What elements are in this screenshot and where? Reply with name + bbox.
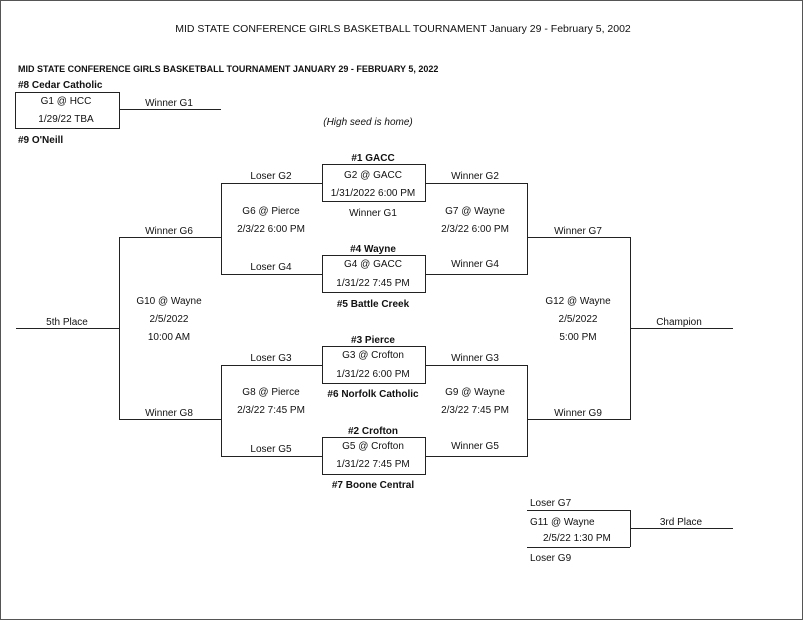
g10-location: G10 @ Wayne — [136, 296, 202, 307]
g4-seed: #4 Wayne — [350, 244, 396, 255]
g5-seed: #2 Crofton — [348, 426, 398, 437]
g3-datetime: 1/31/22 6:00 PM — [336, 369, 410, 380]
g9-datetime: 2/3/22 7:45 PM — [441, 405, 509, 416]
g1-box — [15, 92, 120, 129]
g11-datetime: 2/5/22 1:30 PM — [543, 533, 611, 544]
g5-box — [322, 437, 426, 475]
g2-left-line — [221, 183, 322, 184]
g3-right-line — [425, 365, 527, 366]
g7-winner-label: Winner G7 — [554, 226, 602, 237]
g5-loser-label: Loser G5 — [250, 444, 292, 455]
g6-winner-label: Winner G6 — [145, 226, 193, 237]
g8-datetime: 2/3/22 7:45 PM — [237, 405, 305, 416]
g1-location: G1 @ HCC — [40, 96, 92, 107]
g3-winner-label: Winner G3 — [451, 353, 499, 364]
g3-location: G3 @ Crofton — [342, 350, 404, 361]
g1-top-team: #8 Cedar Catholic — [18, 80, 103, 91]
g11-bottom-line — [527, 547, 630, 548]
g10-date: 2/5/2022 — [149, 314, 189, 325]
g11-top-line — [527, 510, 630, 511]
g1-bottom-team: #9 O'Neill — [18, 135, 64, 146]
g12-date: 2/5/2022 — [558, 314, 598, 325]
g7-join-line — [527, 183, 528, 275]
g3-loser-label: Loser G3 — [250, 353, 292, 364]
g2-box — [322, 164, 426, 202]
g8-out-line — [119, 419, 221, 420]
g3-box — [322, 346, 426, 384]
g2-loser-label: Loser G2 — [250, 171, 292, 182]
g3-left-line — [221, 365, 322, 366]
third-place-label: 3rd Place — [659, 517, 703, 528]
g6-join-line — [221, 183, 222, 275]
g7-out-line — [527, 237, 630, 238]
g2-opponent: Winner G1 — [349, 208, 397, 219]
g10-out-line — [16, 328, 119, 329]
g2-location: G2 @ GACC — [344, 170, 402, 181]
g9-location: G9 @ Wayne — [445, 387, 505, 398]
g12-time: 5:00 PM — [559, 332, 597, 343]
g4-right-line — [425, 274, 527, 275]
g11-location: G11 @ Wayne — [530, 517, 595, 528]
g10-join-line — [119, 237, 120, 420]
g8-location: G8 @ Pierce — [242, 387, 300, 398]
g3-seed: #3 Pierce — [351, 335, 395, 346]
g8-winner-label: Winner G8 — [145, 408, 193, 419]
g8-join-line — [221, 365, 222, 457]
g9-winner-label: Winner G9 — [554, 408, 602, 419]
g7-datetime: 2/3/22 6:00 PM — [441, 224, 509, 235]
g4-loser-label: Loser G4 — [250, 262, 292, 273]
g2-seed: #1 GACC — [351, 153, 395, 164]
g1-winner-label: Winner G1 — [145, 98, 193, 109]
g5-opponent: #7 Boone Central — [331, 480, 415, 491]
g6-datetime: 2/3/22 6:00 PM — [237, 224, 305, 235]
g4-location: G4 @ GACC — [344, 259, 402, 270]
g11-top-team: Loser G7 — [530, 498, 572, 509]
g2-datetime: 1/31/2022 6:00 PM — [330, 188, 416, 199]
g5-right-line — [425, 456, 527, 457]
g1-datetime: 1/29/22 TBA — [38, 114, 94, 125]
g9-out-line — [527, 419, 630, 420]
g2-winner-label: Winner G2 — [451, 171, 499, 182]
g4-box — [322, 255, 426, 293]
fifth-place-label: 5th Place — [46, 317, 88, 328]
g5-location: G5 @ Crofton — [342, 441, 404, 452]
g10-time: 10:00 AM — [147, 332, 191, 343]
home-seed-note: (High seed is home) — [323, 117, 413, 128]
g4-datetime: 1/31/22 7:45 PM — [336, 278, 410, 289]
g7-location: G7 @ Wayne — [445, 206, 505, 217]
g12-out-line — [630, 328, 733, 329]
champion-label: Champion — [656, 317, 702, 328]
g4-opponent: #5 Battle Creek — [336, 299, 410, 310]
g11-bottom-team: Loser G9 — [530, 553, 572, 564]
g5-winner-label: Winner G5 — [451, 441, 499, 452]
g12-location: G12 @ Wayne — [545, 296, 611, 307]
g4-winner-label: Winner G4 — [451, 259, 499, 270]
g5-left-line — [221, 456, 322, 457]
g6-location: G6 @ Pierce — [242, 206, 300, 217]
page-header: MID STATE CONFERENCE GIRLS BASKETBALL TO… — [175, 23, 631, 35]
bracket-title: MID STATE CONFERENCE GIRLS BASKETBALL TO… — [18, 64, 439, 74]
g6-out-line — [119, 237, 221, 238]
g9-join-line — [527, 365, 528, 457]
g5-datetime: 1/31/22 7:45 PM — [336, 459, 410, 470]
g1-out-line — [119, 109, 221, 110]
g11-out-line — [630, 528, 733, 529]
g4-left-line — [221, 274, 322, 275]
g3-opponent: #6 Norfolk Catholic — [327, 389, 419, 400]
g2-right-line — [425, 183, 527, 184]
